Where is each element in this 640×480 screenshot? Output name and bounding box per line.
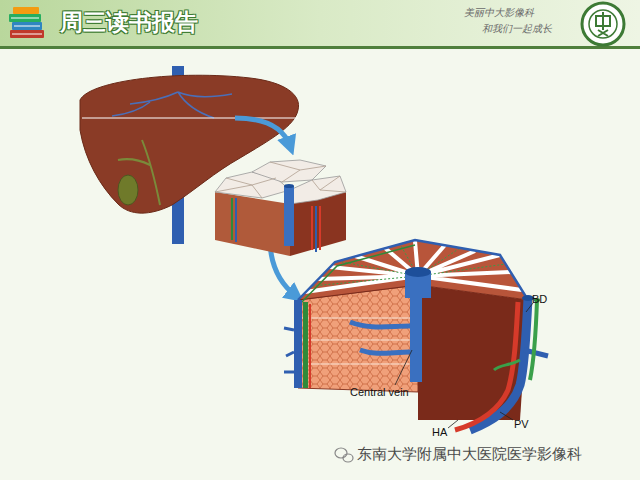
lobule-block <box>215 192 290 256</box>
liver <box>80 75 299 213</box>
slide-title: 周三读书报告 <box>60 9 198 34</box>
leader-line <box>395 303 533 428</box>
liver <box>118 140 160 205</box>
wechat-icon <box>343 454 353 462</box>
lobule-wedge <box>455 302 518 430</box>
lobule-wedge <box>350 322 410 353</box>
watermark: 东南大学附属中大医院医学影像科 <box>357 446 582 463</box>
books-icon <box>12 22 42 30</box>
wechat-icon <box>335 448 353 462</box>
books-icon <box>13 7 39 14</box>
leader-line <box>500 412 513 420</box>
slogan-text: 和我们一起成长 <box>482 23 552 34</box>
lobule-wedge <box>302 318 410 364</box>
lobule-wedge <box>494 360 520 370</box>
lobule-wedge <box>405 267 431 277</box>
lobule-block <box>252 160 326 182</box>
lobule-wedge <box>300 245 415 304</box>
zoom-arrow <box>235 118 290 146</box>
lobule-wedge <box>294 300 302 388</box>
liver <box>118 175 138 205</box>
books-icon <box>11 18 39 19</box>
logo-seal <box>596 12 610 36</box>
logo-seal <box>589 10 617 38</box>
books-icon <box>9 7 44 38</box>
part-label: HA <box>432 426 447 438</box>
lobule-block <box>290 176 346 204</box>
lobule-wedge <box>309 304 311 388</box>
part-label: PV <box>514 418 529 430</box>
leader-line <box>395 350 412 385</box>
lobule-block <box>215 162 346 198</box>
leader-line <box>448 420 458 428</box>
lobule-block <box>231 198 233 240</box>
logo-seal <box>582 3 624 45</box>
slogan-text: 美丽中大影像科 <box>464 7 534 18</box>
liver <box>82 118 298 119</box>
part-label: Central vein <box>350 386 409 398</box>
lobule-wedge <box>410 298 422 382</box>
books-icon <box>14 26 40 27</box>
logo-seal <box>582 3 624 45</box>
part-label: BD <box>532 293 547 305</box>
lobule-block <box>284 186 294 246</box>
lobule-wedge <box>298 285 418 392</box>
books-icon <box>10 30 44 38</box>
liver <box>112 92 232 118</box>
lobule-block <box>312 206 320 252</box>
lobule-block <box>215 160 346 256</box>
lobule-block <box>235 198 237 242</box>
background <box>0 0 640 46</box>
wechat-icon <box>335 448 347 458</box>
lobule-wedge <box>284 240 548 430</box>
books-icon <box>9 14 41 22</box>
leader-line <box>526 303 533 312</box>
lobule-wedge <box>284 328 294 372</box>
background <box>0 46 640 49</box>
lobule-wedge <box>530 300 537 380</box>
lobule-wedge <box>303 302 308 388</box>
lobule-block <box>284 184 294 188</box>
lobule-block <box>315 206 317 252</box>
liver <box>172 205 184 244</box>
books-icon <box>12 34 42 35</box>
